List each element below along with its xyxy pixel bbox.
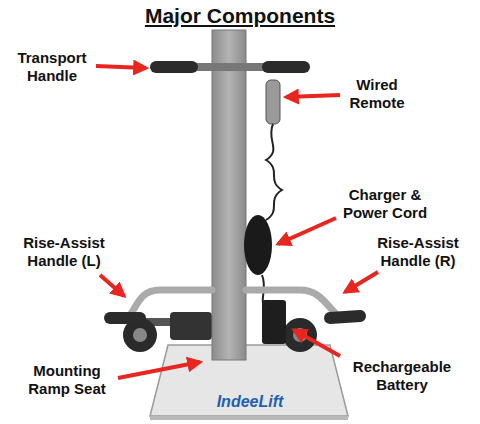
grip [262, 61, 310, 73]
part-label: Transport Handle [10, 49, 94, 85]
battery [262, 300, 286, 344]
part-label: Rechargeable Battery [340, 358, 464, 394]
leader-arrow [96, 66, 378, 378]
brand-mark: IndeeLift [200, 393, 300, 411]
part-label: Mounting Ramp Seat [18, 362, 116, 398]
grip [150, 61, 198, 73]
remote [266, 80, 280, 124]
part-label: Rise-Assist Handle (L) [8, 234, 120, 270]
part-label: Wired Remote [342, 76, 412, 112]
title: Major Components [0, 4, 480, 28]
charger [244, 215, 272, 275]
ramp-seat [150, 345, 348, 416]
column [212, 30, 246, 360]
motor [170, 312, 212, 340]
part-label: Charger & Power Cord [330, 186, 440, 222]
part-label: Rise-Assist Handle (R) [362, 234, 474, 270]
